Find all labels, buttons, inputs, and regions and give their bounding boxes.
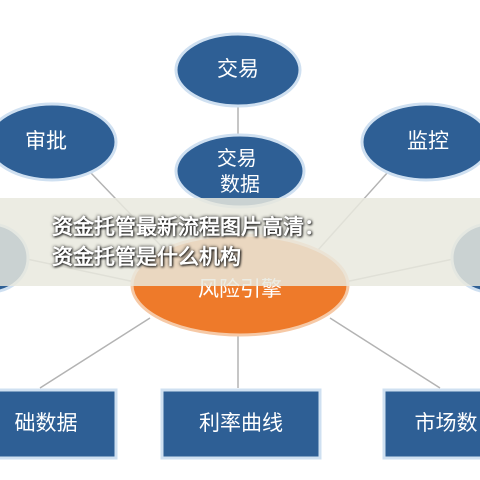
node-trade-data-label: 交易 数据 <box>217 146 263 196</box>
node-rate-curve-label: 利率曲线 <box>199 411 283 435</box>
node-base-data-label: 础数据 <box>15 411 78 435</box>
node-trade-data: 交易 数据 <box>174 133 306 209</box>
banner-title-line-1: 资金托管最新流程图片高清： <box>52 215 325 239</box>
node-monitor: 监控 <box>360 102 480 182</box>
title-banner: 资金托管最新流程图片高清： 资金托管是什么机构 <box>0 198 480 286</box>
connector-base-data <box>39 317 151 389</box>
node-rate-curve: 利率曲线 <box>160 388 322 460</box>
banner-title-line-2: 资金托管是什么机构 <box>52 245 241 269</box>
node-base-data: 础数据 <box>0 388 118 460</box>
node-trade-label: 交易 <box>217 57 259 81</box>
node-trade: 交易 <box>174 32 302 108</box>
node-monitor-label: 监控 <box>407 129 449 153</box>
node-market-data: 市场数 <box>382 388 480 460</box>
node-market-data-label: 市场数 <box>415 411 478 435</box>
connector-market-data <box>329 317 441 389</box>
node-approval: 审批 <box>0 102 118 182</box>
node-approval-label: 审批 <box>25 129 67 153</box>
